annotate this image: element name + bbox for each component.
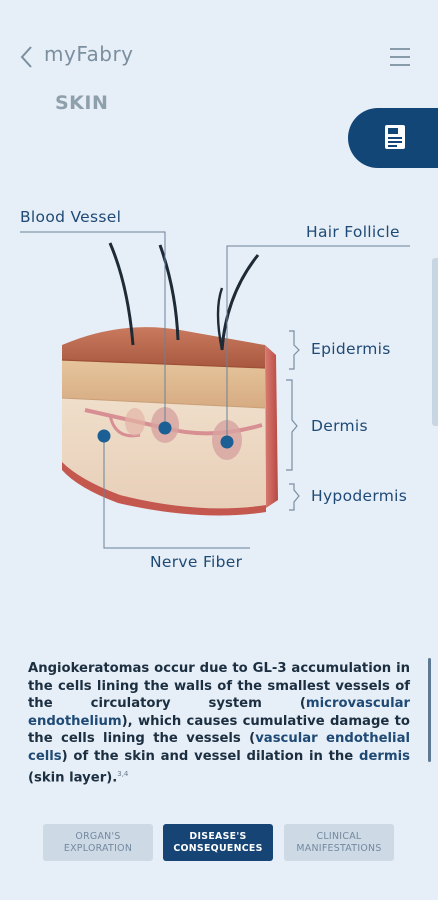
- description-part: ), which causes cumulative damage to the…: [28, 713, 410, 747]
- description-part: ) of the skin and vessel dilation in the: [61, 748, 359, 764]
- label-hypodermis: Hypodermis: [311, 487, 408, 505]
- highlight-term: microvascular endothelium: [28, 696, 410, 729]
- description-part: (skin layer).: [28, 769, 118, 785]
- label-epidermis: Epidermis: [311, 340, 391, 358]
- tab-diseases-consequences[interactable]: DISEASE'S CONSEQUENCES: [163, 824, 273, 861]
- chevron-left-icon: [20, 46, 32, 68]
- highlight-term: vascular endothelial cells: [28, 731, 410, 764]
- tab-organs-exploration[interactable]: ORGAN'S EXPLORATION: [43, 824, 153, 861]
- reference-superscript: 3,4: [117, 769, 129, 778]
- skin-diagram: Blood Vessel Hair Follicle Epidermis Der…: [0, 190, 438, 590]
- label-hair-follicle: Hair Follicle: [306, 223, 400, 241]
- references-button[interactable]: [348, 108, 438, 168]
- highlight-term: dermis: [359, 748, 410, 764]
- back-button[interactable]: [14, 44, 40, 70]
- document-icon: [385, 125, 405, 149]
- app-title: myFabry: [44, 42, 134, 66]
- label-blood-vessel: Blood Vessel: [20, 208, 122, 226]
- tab-clinical-manifestations[interactable]: CLINICAL MANIFESTATIONS: [284, 824, 394, 861]
- page-title: SKIN: [55, 92, 109, 114]
- section-tabs: ORGAN'S EXPLORATION DISEASE'S CONSEQUENC…: [0, 824, 438, 864]
- description-text: Angiokeratomas occur due to GL-3 accumul…: [28, 660, 410, 787]
- label-nerve-fiber: Nerve Fiber: [150, 553, 243, 571]
- text-scrollbar[interactable]: [428, 658, 431, 762]
- app-header: myFabry: [0, 0, 438, 90]
- description-part: Angiokeratomas occur due to GL-3 accumul…: [28, 661, 410, 712]
- side-drawer-handle[interactable]: [432, 258, 438, 426]
- label-dermis: Dermis: [311, 417, 368, 435]
- menu-button[interactable]: [388, 46, 412, 68]
- hamburger-menu-icon: [390, 48, 410, 66]
- skin-cross-section-illustration: [20, 231, 410, 549]
